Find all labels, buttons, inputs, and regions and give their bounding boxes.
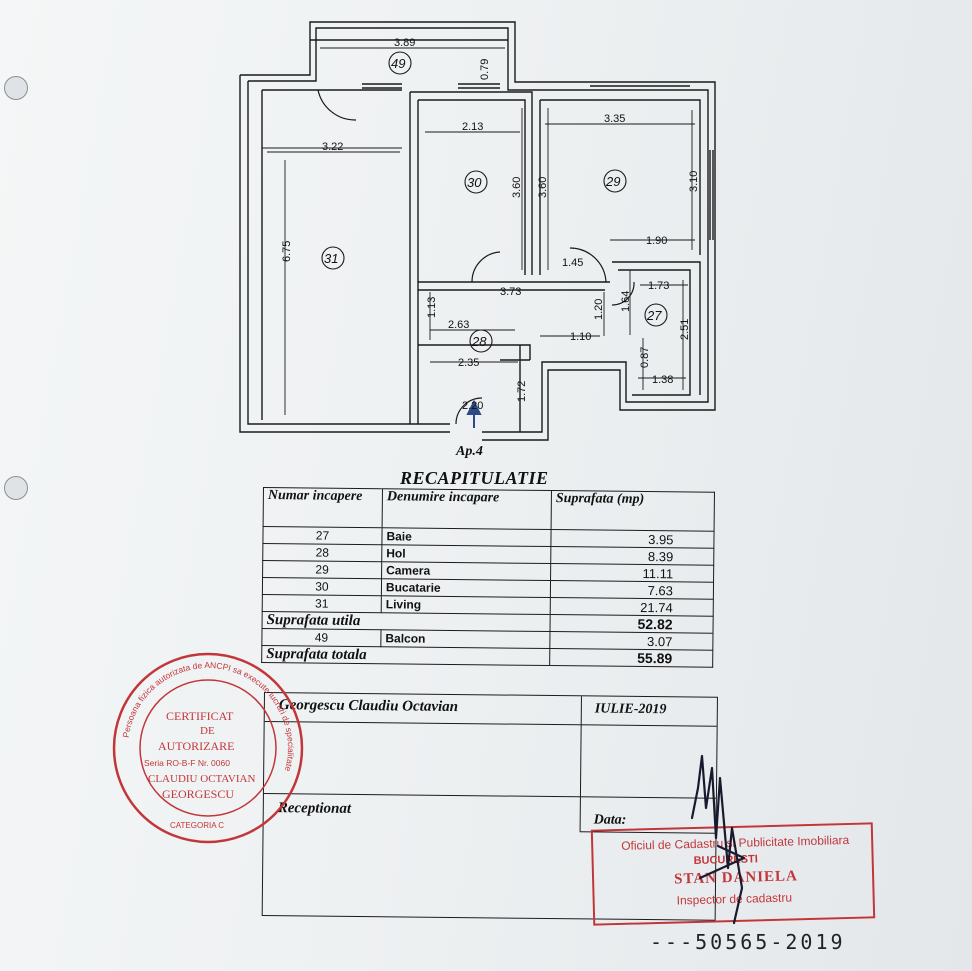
room-area: 7.63	[550, 580, 714, 600]
dimension-label: 2.51	[679, 319, 691, 340]
dimension-label: 1.20	[593, 299, 605, 320]
authorization-stamp: Persoana fizica autorizata de ANCPI sa e…	[112, 652, 304, 844]
dimension-label: 1.64	[620, 291, 632, 312]
dimension-label: 3.22	[322, 141, 343, 153]
dimension-label: 1.13	[426, 297, 438, 318]
room-number: 27	[646, 308, 662, 323]
stamp-line: Seria RO-B-F Nr. 0060	[144, 758, 230, 768]
room-name: Balcon	[380, 629, 551, 649]
room-name: Hol	[381, 544, 551, 564]
room-number: 29	[605, 174, 620, 189]
total-area-row: Suprafata totala 55.89	[261, 645, 713, 668]
room-name: Bucatarie	[381, 578, 551, 598]
room-area: 21.74	[550, 597, 714, 617]
room-area: 3.07	[549, 631, 713, 651]
dimension-label: 1.45	[562, 257, 583, 269]
stamp-line: CLAUDIU OCTAVIAN	[148, 773, 255, 785]
total-area-value: 55.89	[549, 648, 713, 668]
room-name: Living	[381, 595, 551, 615]
dimension-label: 3.35	[604, 113, 625, 125]
stamp-line: GEORGESCU	[162, 787, 234, 801]
stamp-category: CATEGORIA C	[170, 821, 224, 830]
handwritten-signature	[690, 754, 746, 925]
room-number: 49	[391, 56, 405, 71]
registration-number: ---50565-2019	[650, 930, 846, 954]
dimension-label: 3.60	[537, 177, 549, 198]
room-number: 30	[467, 175, 482, 190]
dimension-label: 1.10	[570, 331, 591, 343]
dimension-label: 1.73	[648, 280, 669, 292]
dimension-label: 0.87	[639, 347, 651, 368]
room-nr: 27	[262, 526, 383, 545]
room-name: Camera	[381, 561, 551, 581]
room-nr: 49	[261, 628, 382, 647]
dimension-label: 1.90	[646, 235, 667, 247]
data-label: Data:	[593, 812, 627, 828]
dimension-label: 3.10	[688, 171, 700, 192]
room-nr: 31	[262, 594, 382, 613]
binder-hole	[4, 76, 28, 100]
dimension-label: 3.73	[500, 286, 521, 298]
room-number: 31	[324, 251, 338, 266]
recap-title: RECAPITULATIE	[400, 468, 549, 488]
col-header-room-name: Denumire incapare	[382, 488, 552, 530]
room-area: 3.95	[550, 529, 715, 549]
col-header-area: Suprafata (mp)	[551, 490, 715, 532]
room-number: 28	[471, 334, 487, 349]
dimension-label: 6.75	[281, 241, 293, 262]
room-area: 8.39	[550, 546, 714, 566]
dimension-label: 0.79	[479, 59, 491, 80]
dimension-label: 2.20	[462, 400, 483, 412]
dimension-label: 2.35	[458, 357, 479, 369]
dimension-label: 2.13	[462, 121, 483, 133]
room-nr: 29	[262, 560, 382, 579]
dimension-label: 1.72	[516, 381, 528, 402]
room-nr: 28	[262, 543, 382, 562]
dimension-label: 3.89	[394, 37, 415, 49]
binder-hole	[4, 476, 28, 500]
stamp-line: AUTORIZARE	[158, 739, 234, 753]
room-name: Baie	[381, 527, 552, 547]
room-area: 11.11	[550, 563, 714, 583]
stamp-line: CERTIFICAT	[166, 709, 234, 723]
floor-plan: 49 30 29 31 28 27 3.89 0.79 3.22 2.13 3.…	[239, 21, 716, 459]
dimension-label: 3.60	[511, 177, 523, 198]
entrance-arrow-icon	[466, 399, 482, 428]
table-header-row: Numar incapere Denumire incapare Suprafa…	[263, 487, 715, 532]
document-date: IULIE-2019	[594, 701, 667, 718]
col-header-room-number: Numar incapere	[263, 487, 383, 528]
stamp-line: DE	[200, 725, 215, 737]
entrance-label: Ap.4	[455, 444, 483, 459]
dimension-label: 2.63	[448, 319, 469, 331]
useful-area-value: 52.82	[550, 614, 714, 634]
dimension-label: 1.38	[652, 374, 673, 386]
room-nr: 30	[262, 577, 382, 596]
recap-table: Numar incapere Denumire incapare Suprafa…	[261, 487, 715, 668]
